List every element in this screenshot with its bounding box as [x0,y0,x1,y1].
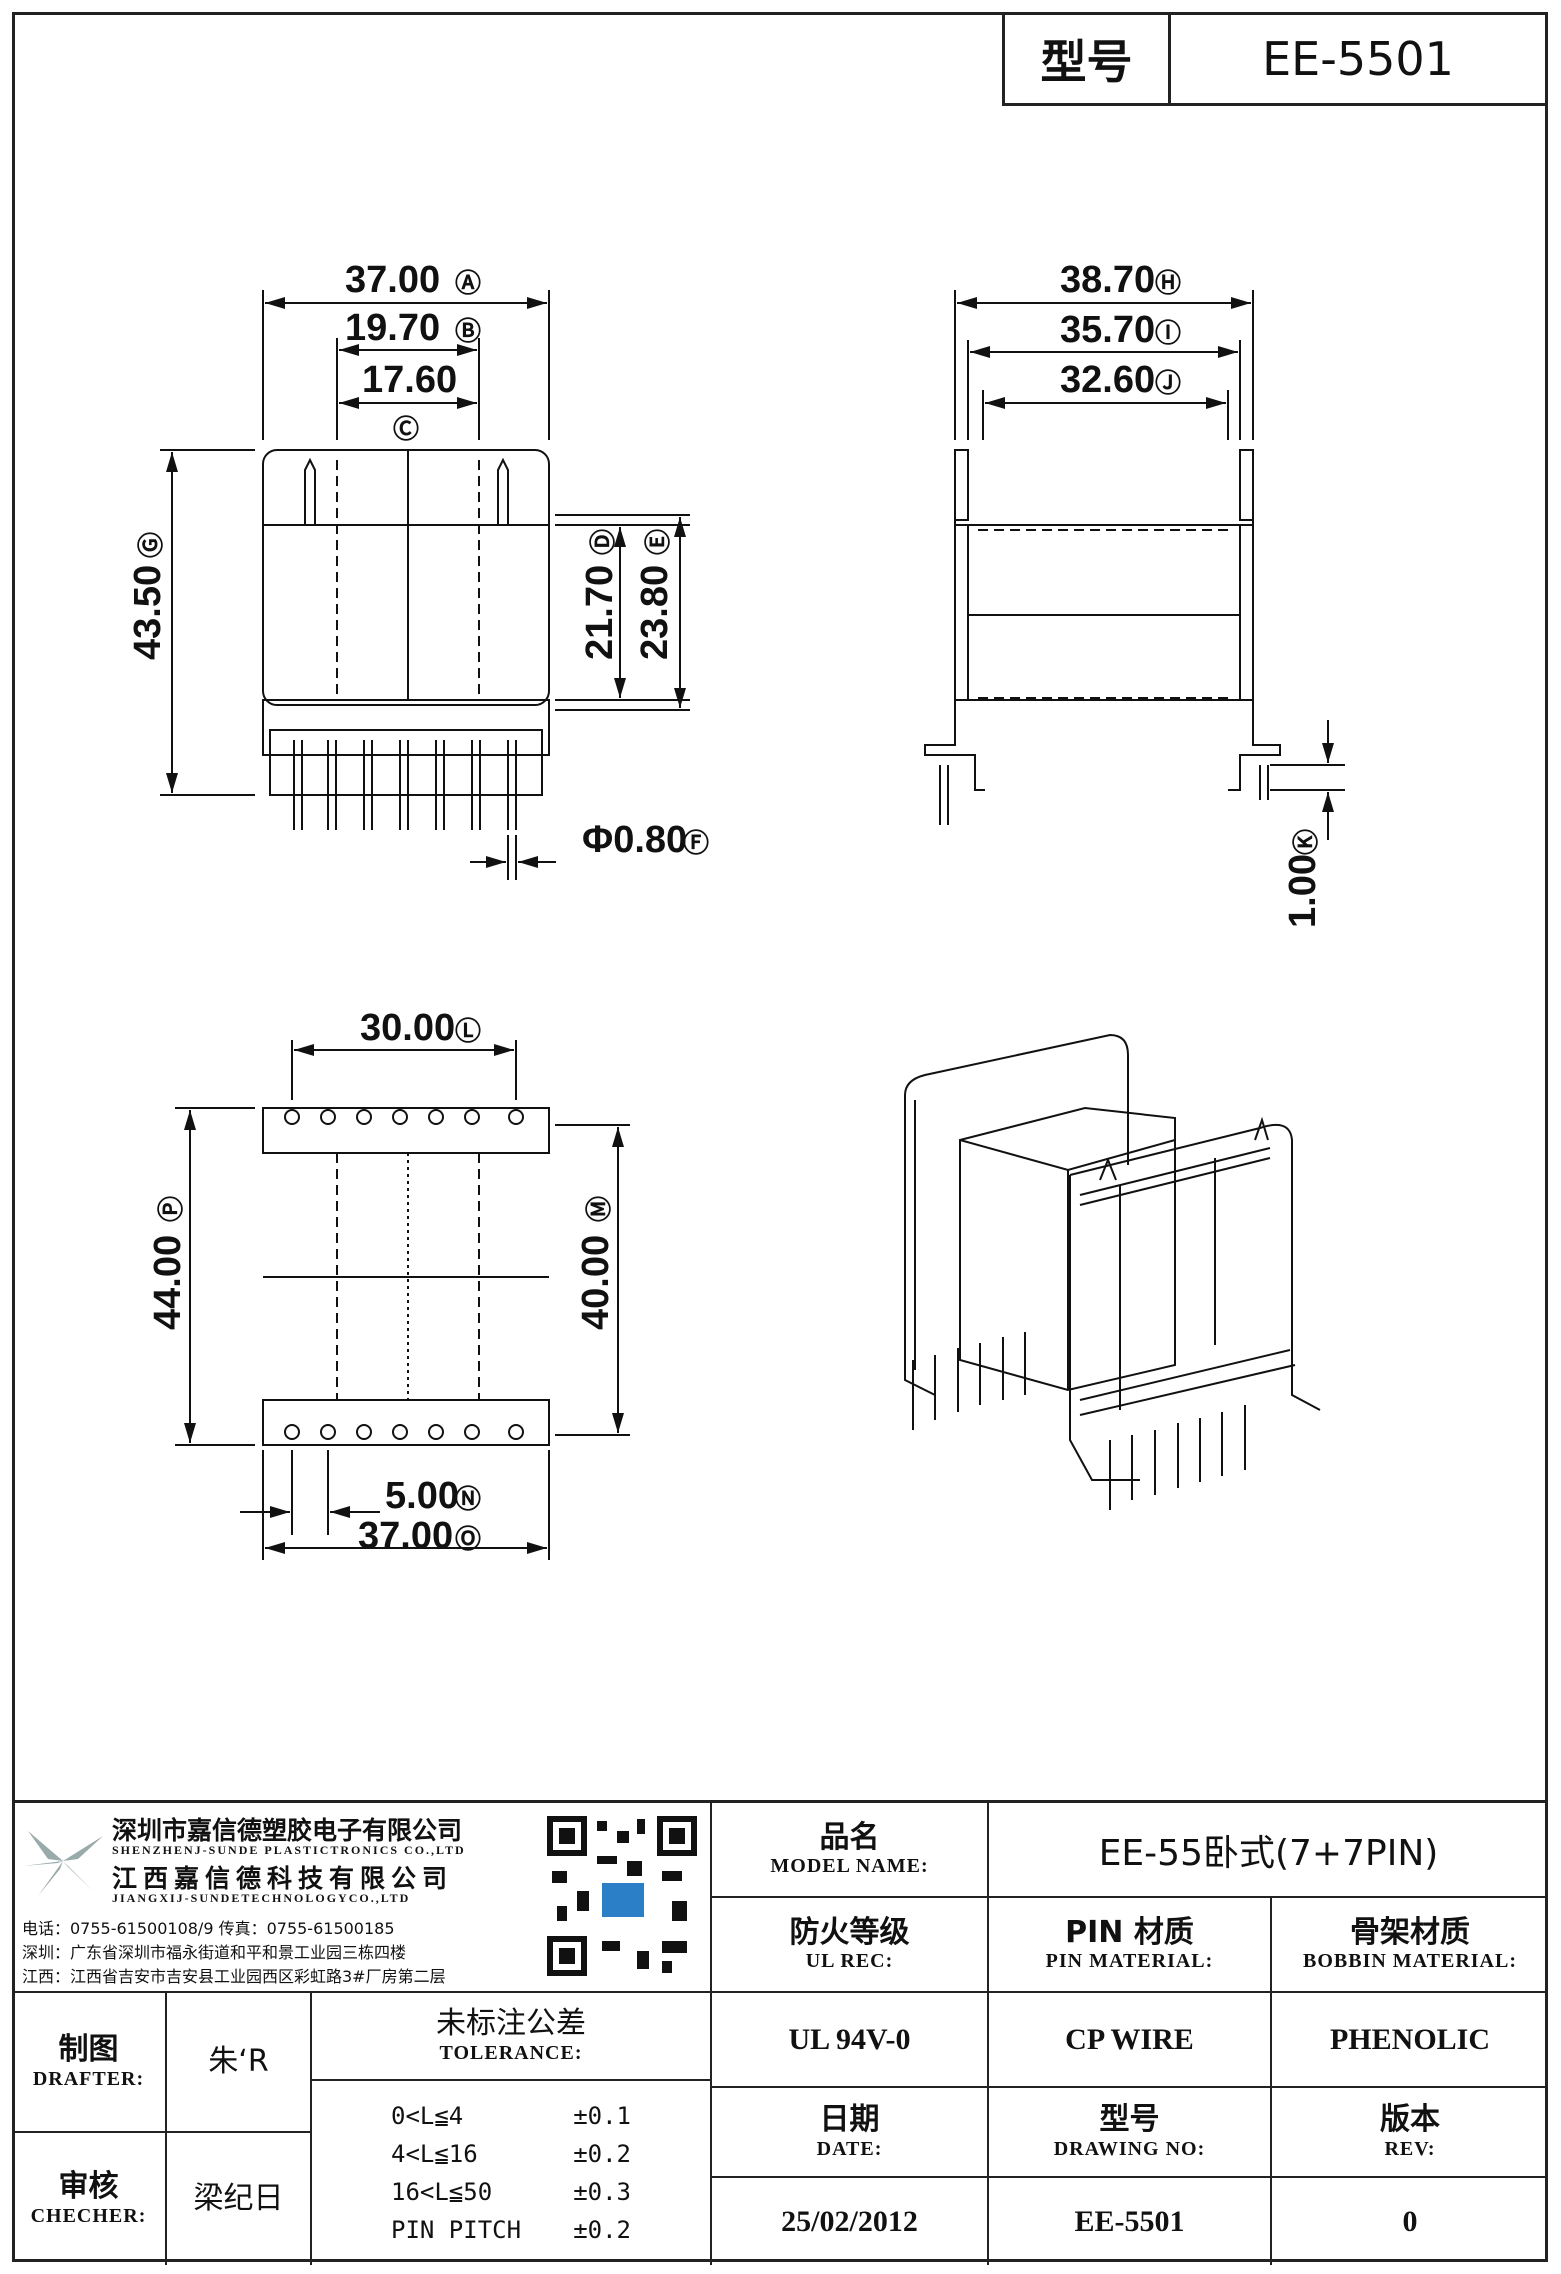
pin-material-value: CP WIRE [989,1993,1272,2088]
marker-O: Ⓞ [455,1524,481,1555]
tolerance-row: 0<L≦4±0.1 [391,2102,631,2130]
marker-A: Ⓐ [455,268,481,299]
company-contact: 电话：0755-61500108/9 传真：0755-61500185 [22,1919,395,1938]
front-view [160,290,690,880]
model-header: 型号 EE-5501 [1002,15,1545,106]
pin-material-label: PIN 材质 PIN MATERIAL: [989,1898,1272,1993]
company-name-sz: 深圳市嘉信德塑胶电子有限公司 [112,1816,463,1845]
drafter-label: 制图 DRAFTER: [12,1993,167,2133]
drawing-no-label: 型号 DRAWING NO: [989,2088,1272,2178]
marker-B: Ⓑ [455,316,481,347]
dim-N: 5.00 [385,1475,459,1517]
bobbin-material-value: PHENOLIC [1272,1993,1548,2088]
tolerance-row: 16<L≦50±0.3 [391,2178,631,2206]
dim-A: 37.00 [345,259,440,301]
marker-L: Ⓛ [455,1016,481,1047]
dim-O: 37.00 [358,1515,453,1557]
tolerance-row: 4<L≦16±0.2 [391,2140,631,2168]
model-label: 型号 [1005,15,1171,103]
date-value: 25/02/2012 [712,2178,989,2265]
marker-G: Ⓖ [136,532,167,558]
isometric-view [904,1033,1321,1510]
dim-M: 40.00 [575,1235,617,1330]
rev-label: 版本 REV: [1272,2088,1548,2178]
marker-P: Ⓟ [156,1196,187,1222]
dimension-labels: 37.00 Ⓐ 19.70 Ⓑ 17.60 Ⓒ 43.50 Ⓖ 21.70 Ⓓ … [127,259,1324,1557]
bobbin-material-label: 骨架材质 BOBBIN MATERIAL: [1272,1898,1548,1993]
company-name-jx-en: JIANGXIJ-SUNDETECHNOLOGYCO.,LTD [112,1891,411,1905]
bottom-pin-pads [284,1109,524,1440]
iso-pins [912,1332,1246,1510]
model-name-label: 品名 MODEL NAME: [712,1803,989,1898]
checker-label: 审核 CHECHER: [12,2133,167,2265]
title-block: 深圳市嘉信德塑胶电子有限公司 SHENZHENJ-SUNDE PLASTICTR… [12,1800,1548,2265]
company-info: 深圳市嘉信德塑胶电子有限公司 SHENZHENJ-SUNDE PLASTICTR… [12,1803,712,1993]
marker-J: Ⓙ [1155,368,1181,399]
dim-B: 19.70 [345,307,440,349]
dim-F: Φ0.80 [582,819,687,861]
dim-P: 44.00 [147,1235,189,1330]
marker-H: Ⓗ [1155,268,1181,299]
company-logo [23,1831,103,1896]
company-name-jx: 江西嘉信德科技有限公司 [112,1864,454,1893]
company-addr-sz: 深圳：广东省深圳市福永街道和平和景工业园三栋四楼 [22,1943,407,1962]
bottom-view [175,1040,630,1560]
drawing-sheet: 型号 EE-5501 [12,12,1548,2262]
dim-K: 1.00 [1282,854,1324,928]
model-value: EE-5501 [1262,32,1454,86]
drawing-no-value: EE-5501 [989,2178,1272,2265]
tolerance-label: 未标注公差 TOLERANCE: [312,1993,712,2081]
ul-value: UL 94V-0 [712,1993,989,2088]
rev-value: 0 [1402,2204,1418,2238]
side-view [924,290,1345,840]
marker-M: Ⓜ [584,1196,615,1222]
dim-D: 21.70 [579,565,621,660]
front-pins [293,740,517,830]
tolerance-table: 0<L≦4±0.1 4<L≦16±0.2 16<L≦50±0.3 PIN PIT… [312,2081,712,2265]
marker-K: Ⓚ [1291,829,1322,855]
dim-I: 35.70 [1060,309,1155,351]
dim-C: 17.60 [362,359,457,401]
technical-drawing: 37.00 Ⓐ 19.70 Ⓑ 17.60 Ⓒ 43.50 Ⓖ 21.70 Ⓓ … [127,259,1345,1560]
marker-F: Ⓕ [683,828,709,859]
dim-G: 43.50 [127,565,169,660]
marker-E: Ⓔ [643,529,674,555]
dim-H: 38.70 [1060,259,1155,301]
dim-E: 23.80 [634,565,676,660]
tolerance-row: PIN PITCH±0.2 [391,2216,631,2244]
marker-C: Ⓒ [393,414,419,445]
marker-N: Ⓝ [455,1484,481,1515]
company-name-sz-en: SHENZHENJ-SUNDE PLASTICTRONICS CO.,LTD [112,1843,466,1857]
checker-value: 梁纪日 [167,2133,312,2265]
qr-code [542,1811,702,1981]
marker-D: Ⓓ [588,529,619,555]
ul-label: 防火等级 UL REC: [712,1898,989,1993]
company-addr-jx: 江西：江西省吉安市吉安县工业园西区彩虹路3#厂房第二层 [22,1967,446,1986]
marker-I: Ⓘ [1155,318,1181,349]
model-name-value: EE-55卧式(7+7PIN) [989,1803,1548,1898]
dim-L: 30.00 [360,1007,455,1049]
date-label: 日期 DATE: [712,2088,989,2178]
drafter-value: 朱‘R [167,1993,312,2133]
dim-J: 32.60 [1060,359,1155,401]
